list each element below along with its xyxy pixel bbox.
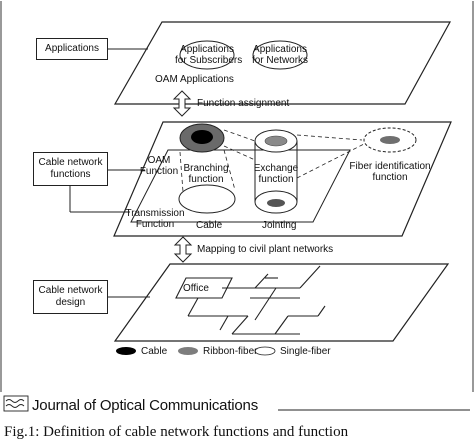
applications-plane	[113, 21, 452, 105]
exchange-function-label: Exchange function	[253, 163, 299, 185]
mapping-label: Mapping to civil plant networks	[197, 244, 334, 255]
branching-inner-core	[191, 130, 213, 144]
exchange-top-fiber	[264, 135, 288, 147]
fiber-id-ellipse	[363, 127, 417, 153]
branching-function-label: Branching function	[183, 163, 229, 185]
cnd-label-line2: design	[55, 297, 86, 308]
jointing-fiber	[267, 199, 285, 207]
oam-function-label: OAM Function	[139, 155, 179, 177]
app-subscribers-ellipse	[179, 40, 235, 70]
legend-single-label: Single-fiber	[280, 346, 331, 357]
cable-network-design-box: Cable network design	[33, 280, 108, 314]
app-subscribers-label: Applications for Subscribers	[175, 44, 243, 66]
transmission-function-label: Transmission Function	[125, 208, 185, 230]
journal-title: Journal of Optical Communications	[32, 397, 259, 414]
outer-frame	[0, 1, 474, 392]
applications-box-label: Applications	[45, 43, 99, 54]
civil-plane	[113, 263, 450, 342]
function-assignment-label: Function assignment	[197, 98, 290, 109]
oam-applications-label: OAM Applications	[155, 74, 234, 85]
legend-cable-swatch	[116, 347, 136, 355]
cnd-label-line1: Cable network	[38, 285, 103, 296]
mapping-arrow	[173, 236, 193, 263]
cable-network-functions-box: Cable network functions	[33, 152, 108, 186]
fiber-id-core	[380, 136, 400, 144]
journal-logo-icon	[3, 395, 29, 412]
legend-ribbon-label: Ribbon-fiber	[203, 346, 258, 357]
fiber-identification-label: Fiber identification function	[349, 161, 431, 183]
figure-caption: Fig.1: Definition of cable network funct…	[4, 424, 349, 440]
cnf-label-line1: Cable network	[38, 157, 103, 168]
cable-ellipse	[178, 184, 236, 214]
function-assignment-arrow	[172, 90, 192, 117]
applications-box: Applications	[36, 38, 108, 60]
cable-label: Cable	[196, 220, 223, 231]
legend-cable-label: Cable	[141, 346, 168, 357]
office-label: Office	[183, 283, 209, 294]
legend-ribbon-swatch	[178, 347, 198, 355]
app-networks-ellipse	[252, 40, 308, 70]
app-networks-label: Applications for Networks	[251, 44, 309, 66]
cnf-label-line2: functions	[50, 169, 91, 180]
jointing-label: Jointing	[262, 220, 297, 231]
civil-network-lines	[175, 265, 326, 335]
legend-single-swatch	[254, 346, 276, 356]
